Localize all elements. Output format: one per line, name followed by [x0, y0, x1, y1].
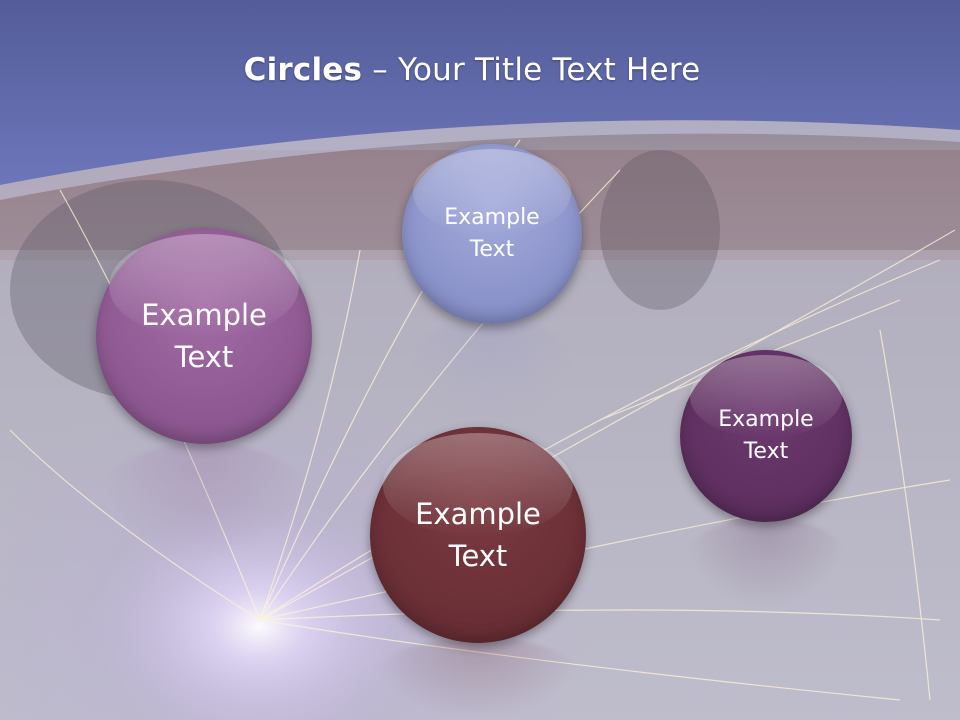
circle-plum: Example Text	[680, 350, 852, 522]
circle-reflection	[682, 518, 850, 608]
circle-label: Example Text	[141, 297, 267, 374]
title-bold: Circles	[243, 52, 363, 88]
circle-label: Example Text	[415, 496, 541, 573]
circle-label: Example Text	[444, 205, 540, 262]
slide-title: Circles – Your Title Text Here	[0, 52, 944, 88]
title-rest: – Your Title Text Here	[362, 52, 701, 88]
circle-reflection	[372, 638, 584, 720]
circle-label: Example Text	[718, 407, 814, 464]
circle-maroon: Example Text	[370, 427, 586, 643]
circle-reflection	[98, 442, 310, 562]
circle-purple: Example Text	[96, 228, 312, 444]
circle-reflection	[404, 318, 580, 428]
circle-lilac: Example Text	[402, 144, 582, 324]
